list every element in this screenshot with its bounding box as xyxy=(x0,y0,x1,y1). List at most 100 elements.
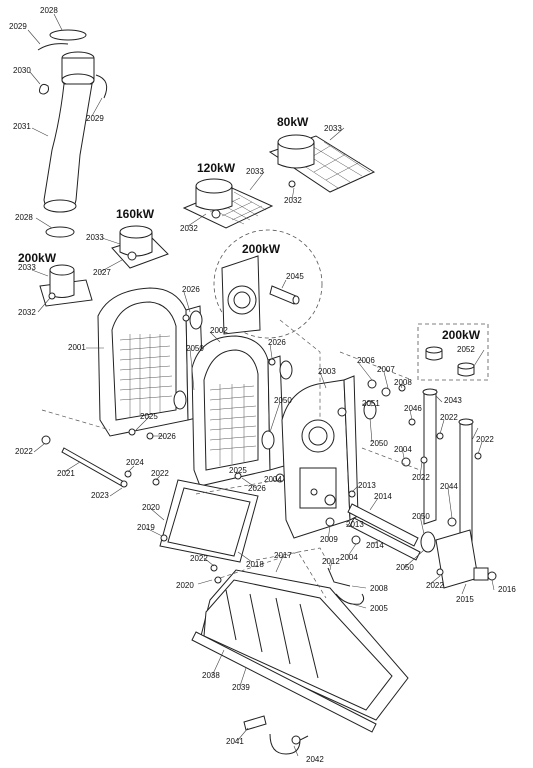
label-2013: 2013 xyxy=(346,520,364,529)
label-2032: 2032 xyxy=(284,196,302,205)
detail-200kw-circle xyxy=(213,229,323,339)
label-2008: 2008 xyxy=(370,584,388,593)
label-2046: 2046 xyxy=(404,404,422,413)
label-2020: 2020 xyxy=(176,581,194,590)
leader-lines xyxy=(27,13,495,757)
o-ring-2050-d xyxy=(261,430,275,450)
label-2026: 2026 xyxy=(268,338,286,347)
label-2026: 2026 xyxy=(182,285,200,294)
o-ring-2028-lower xyxy=(45,226,75,238)
label-2029: 2029 xyxy=(9,22,27,31)
flue-outlet-80kw xyxy=(268,134,376,193)
tie-rod-2021 xyxy=(61,447,128,488)
power-label-160kw: 160kW xyxy=(116,207,155,221)
power-label-200kw-outlet: 200kW xyxy=(18,251,57,265)
label-2021: 2021 xyxy=(57,469,75,478)
label-2022: 2022 xyxy=(440,413,458,422)
detail-200kw-box xyxy=(417,323,489,381)
label-2002: 2002 xyxy=(210,326,228,335)
label-2008: 2008 xyxy=(394,378,412,387)
flue-outlet-200kw-left xyxy=(39,264,93,307)
inspection-cover-2018 xyxy=(159,479,259,563)
label-2009: 2009 xyxy=(320,535,338,544)
heat-exchanger-section-2002 xyxy=(191,335,285,487)
tubes-2014 xyxy=(347,503,421,561)
power-label-80kw: 80kW xyxy=(277,115,309,129)
power-label-200kw-box: 200kW xyxy=(442,328,481,342)
return-manifold-2015 xyxy=(422,388,497,589)
label-2004: 2004 xyxy=(264,475,282,484)
label-2022: 2022 xyxy=(15,447,33,456)
power-label-120kw: 120kW xyxy=(197,161,236,175)
label-2039: 2039 xyxy=(232,683,250,692)
flue-pipe-2031 xyxy=(37,29,108,213)
label-2014: 2014 xyxy=(366,541,384,550)
label-2027: 2027 xyxy=(93,268,111,277)
label-2052: 2052 xyxy=(457,345,475,354)
label-2006: 2006 xyxy=(357,356,375,365)
label-2043: 2043 xyxy=(444,396,462,405)
label-2018: 2018 xyxy=(246,560,264,569)
label-2050: 2050 xyxy=(412,512,430,521)
o-ring-2050-a xyxy=(189,310,203,330)
o-ring-2050-f xyxy=(420,531,436,553)
label-2012: 2012 xyxy=(322,557,340,566)
label-2022: 2022 xyxy=(151,469,169,478)
label-2050: 2050 xyxy=(186,344,204,353)
label-2032: 2032 xyxy=(18,308,36,317)
label-2023: 2023 xyxy=(91,491,109,500)
label-2033: 2033 xyxy=(18,263,36,272)
label-2028: 2028 xyxy=(40,6,58,15)
label-2022: 2022 xyxy=(412,473,430,482)
label-2003: 2003 xyxy=(318,367,336,376)
label-2025: 2025 xyxy=(140,412,158,421)
label-2026: 2026 xyxy=(158,432,176,441)
label-2038: 2038 xyxy=(202,671,220,680)
label-2042: 2042 xyxy=(306,755,324,764)
label-2025: 2025 xyxy=(229,466,247,475)
label-2016: 2016 xyxy=(498,585,516,594)
label-2033: 2033 xyxy=(86,233,104,242)
label-2028: 2028 xyxy=(15,213,33,222)
alignment-lines xyxy=(41,319,421,567)
label-2004: 2004 xyxy=(340,553,358,562)
label-2050: 2050 xyxy=(370,439,388,448)
label-2013: 2013 xyxy=(358,481,376,490)
label-2050: 2050 xyxy=(274,396,292,405)
label-2045: 2045 xyxy=(286,272,304,281)
label-2022: 2022 xyxy=(476,435,494,444)
flue-outlet-120kw xyxy=(182,178,274,229)
label-2026: 2026 xyxy=(248,484,266,493)
label-2004: 2004 xyxy=(394,445,412,454)
label-2041: 2041 xyxy=(226,737,244,746)
label-2022: 2022 xyxy=(426,581,444,590)
label-2033: 2033 xyxy=(324,124,342,133)
label-2033: 2033 xyxy=(246,167,264,176)
label-2044: 2044 xyxy=(440,482,458,491)
fittings xyxy=(41,314,482,605)
flue-outlet-160kw xyxy=(111,225,169,269)
label-2007: 2007 xyxy=(377,365,395,374)
label-2019: 2019 xyxy=(137,523,155,532)
label-2015: 2015 xyxy=(456,595,474,604)
label-2050: 2050 xyxy=(396,563,414,572)
part-number-labels: 2028 2029 2030 2029 2031 2028 2033 2032 … xyxy=(9,6,516,764)
label-2001: 2001 xyxy=(68,343,86,352)
label-2017: 2017 xyxy=(274,551,292,560)
label-2022: 2022 xyxy=(190,554,208,563)
base-tray-2039 xyxy=(191,551,409,733)
label-2051: 2051 xyxy=(362,399,380,408)
label-2032: 2032 xyxy=(180,224,198,233)
heat-exchanger-section-2003 xyxy=(281,375,359,539)
label-2014: 2014 xyxy=(374,492,392,501)
o-ring-2050-b xyxy=(173,390,187,410)
label-2030: 2030 xyxy=(13,66,31,75)
label-2031: 2031 xyxy=(13,122,31,131)
label-2005: 2005 xyxy=(370,604,388,613)
o-ring-2050-c xyxy=(279,360,293,380)
label-2020: 2020 xyxy=(142,503,160,512)
power-label-200kw-detail: 200kW xyxy=(242,242,281,256)
label-2024: 2024 xyxy=(126,458,144,467)
condensate-siphon-2041 xyxy=(243,715,309,755)
